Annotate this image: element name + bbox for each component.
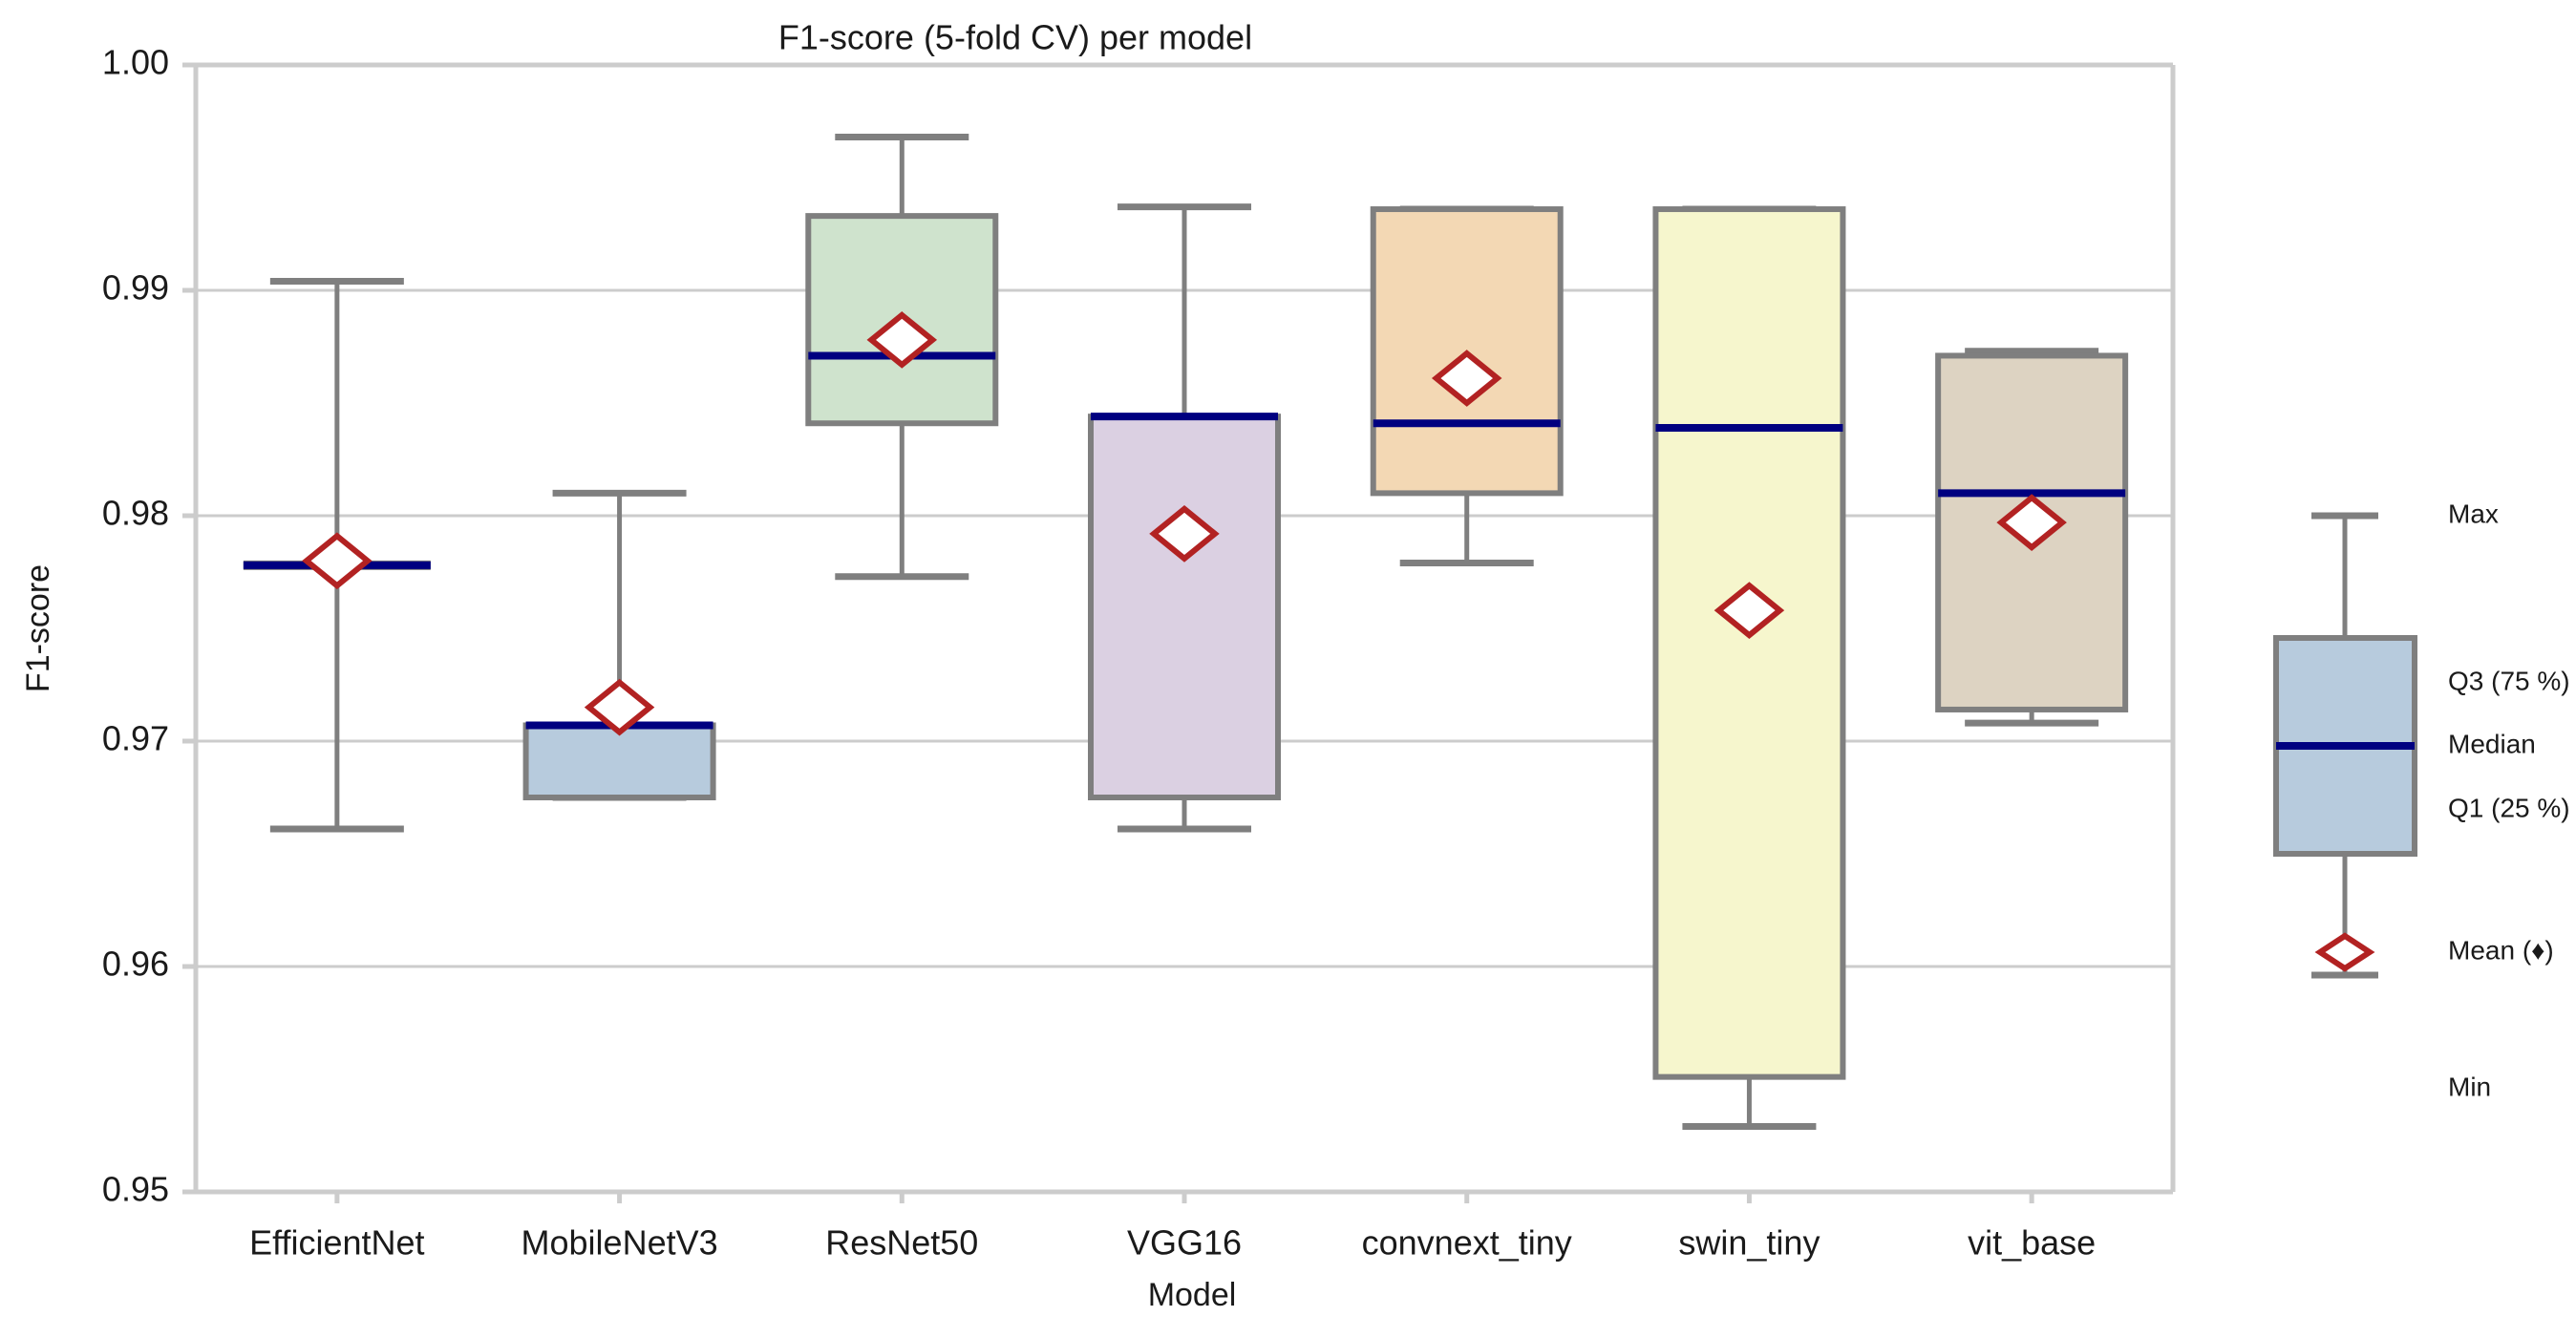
box-group: [1652, 205, 1846, 1131]
mean-marker: [866, 311, 938, 369]
x-tick-label: MobileNetV3: [522, 1223, 718, 1263]
mean-marker: [1996, 494, 2067, 551]
chart-title: F1-score (5-fold CV) per model: [778, 18, 1252, 57]
mean-marker: [302, 532, 373, 590]
box-group: [243, 278, 431, 833]
legend-label-max: Max: [2448, 499, 2499, 528]
boxes-layer: [243, 134, 2129, 1131]
mean-marker: [584, 678, 655, 736]
plot-border: [193, 62, 2176, 1195]
legend-label-q1: Q1 (25 %): [2448, 793, 2570, 822]
box-group: [1935, 348, 2129, 727]
y-axis-title: F1-score: [20, 564, 56, 692]
legend-label-q3: Q3 (75 %): [2448, 666, 2570, 695]
box-group: [1088, 203, 1281, 833]
x-axis-title: Model: [1148, 1277, 1237, 1313]
y-tick-label: 0.95: [102, 1170, 169, 1209]
legend-label-median: Median: [2448, 729, 2536, 758]
x-tick-label: EfficientNet: [249, 1223, 424, 1263]
mean-marker: [1431, 350, 1502, 407]
mean-marker: [1149, 505, 1220, 563]
x-tick-label: ResNet50: [825, 1223, 978, 1263]
legend-label-mean: Mean (♦): [2448, 935, 2554, 965]
box-group: [1370, 205, 1564, 567]
box-body: [1652, 206, 1846, 1080]
legend-label-min: Min: [2448, 1072, 2491, 1101]
y-tick-label: 1.00: [102, 43, 169, 82]
legend-mean-marker: [2314, 932, 2375, 972]
box-group: [522, 489, 716, 801]
mean-marker: [1714, 582, 1785, 639]
x-tick-label: swin_tiny: [1678, 1223, 1820, 1263]
x-tick-label: convnext_tiny: [1362, 1223, 1572, 1263]
x-tick-label: VGG16: [1127, 1223, 1242, 1263]
legend: Max Q3 (75 %) Median Q1 (25 %) Mean (♦) …: [2273, 499, 2570, 1101]
box-body: [522, 722, 716, 800]
y-tick-label: 0.98: [102, 494, 169, 533]
box-group: [805, 134, 999, 581]
x-tick-labels: EfficientNet MobileNetV3 ResNet50 VGG16 conv…: [249, 1192, 2096, 1263]
y-tick-label: 0.97: [102, 719, 169, 758]
y-tick-labels: 1.00 0.99 0.98 0.97 0.96 0.95: [102, 43, 169, 1209]
x-tick-label: vit_base: [1968, 1223, 2096, 1263]
y-tick-label: 0.96: [102, 945, 169, 984]
box-body: [1088, 414, 1281, 800]
y-tick-label: 0.99: [102, 268, 169, 308]
